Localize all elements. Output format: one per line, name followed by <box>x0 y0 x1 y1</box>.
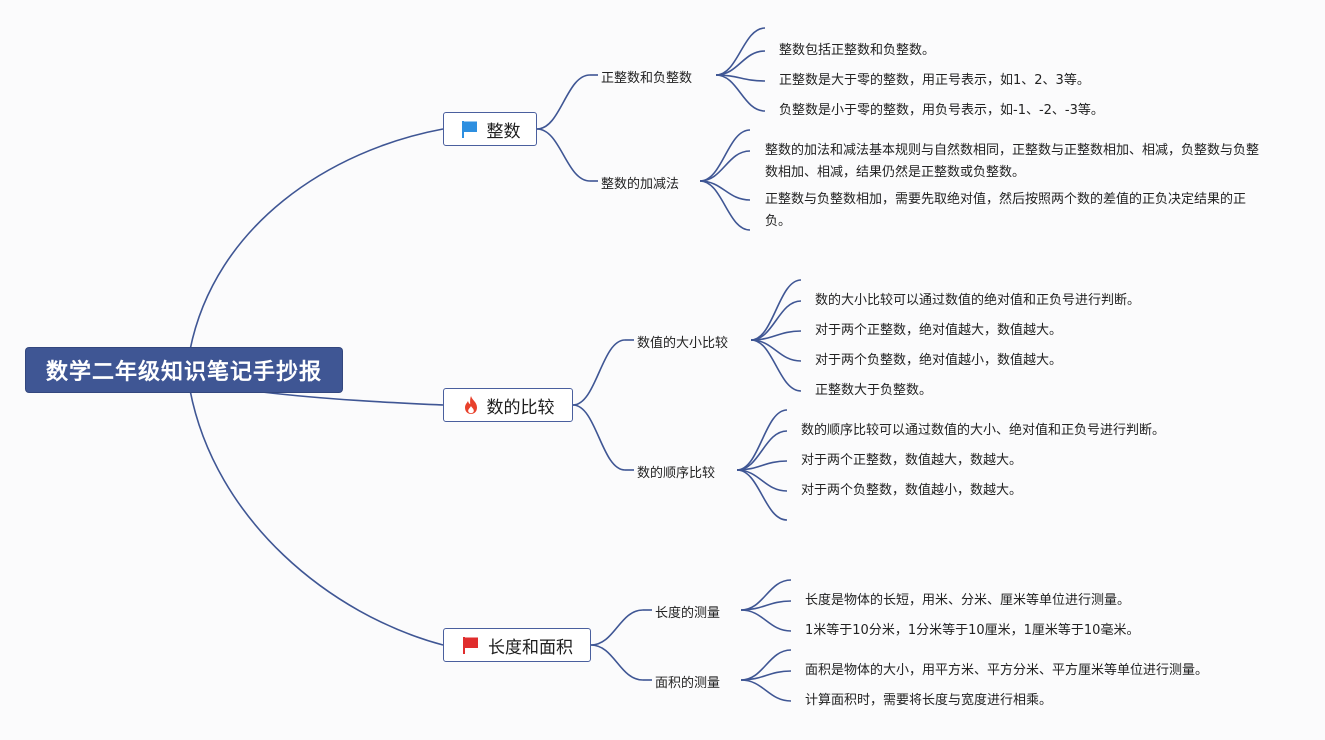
connector-sub-leaf <box>715 27 766 76</box>
connector-sub-leaf <box>736 430 788 471</box>
connector-sub-leaf <box>740 579 792 611</box>
root-title: 数学二年级知识笔记手抄报 <box>45 360 322 385</box>
blue-flag-icon <box>460 119 480 139</box>
topic-integers[interactable]: 整数 <box>443 112 537 146</box>
connector-sub-leaf <box>736 460 788 471</box>
connector-root-length-area <box>189 389 444 646</box>
list-item: 对于两个负整数，数值越小，数越大。 <box>801 483 1023 498</box>
topic-length-area[interactable]: 长度和面积 <box>443 628 591 662</box>
connector-sub-leaf <box>750 330 802 341</box>
connector-root-integers <box>189 128 444 351</box>
list-item: 整数的加法和减法基本规则与自然数相同，正整数与正整数相加、相减，负整数与负整数相… <box>765 143 1260 180</box>
connector-sub-leaf <box>750 300 802 341</box>
list-item: 对于两个正整数，数值越大，数越大。 <box>801 453 1023 468</box>
connector-root-comparison <box>261 391 444 406</box>
list-item: 正整数与负整数相加，需要先取绝对值，然后按照两个数的差值的正负决定结果的正负。 <box>765 192 1247 229</box>
red-flag-icon <box>461 635 481 655</box>
connector-sub-leaf <box>740 609 792 632</box>
subtopic-area[interactable]: 面积的测量 <box>655 676 721 691</box>
subtopic-add-subtract[interactable]: 整数的加减法 <box>601 177 680 192</box>
list-item: 负整数是小于零的整数，用负号表示，如-1、-2、-3等。 <box>779 103 1104 118</box>
connector-sub-leaf <box>699 180 751 201</box>
connector-sub-leaf <box>715 74 766 112</box>
subtopic-magnitude[interactable]: 数值的大小比较 <box>637 336 729 351</box>
connector-sub-leaf <box>736 469 788 492</box>
topic-label: 整数 <box>486 121 521 142</box>
list-item: 计算面积时，需要将长度与宽度进行相乘。 <box>805 693 1053 708</box>
subtopic-order[interactable]: 数的顺序比较 <box>637 466 716 481</box>
subtopic-positive-negative[interactable]: 正整数和负整数 <box>601 71 693 86</box>
connector-sub-leaf <box>740 649 792 681</box>
list-item: 对于两个正整数，绝对值越大，数值越大。 <box>815 323 1063 338</box>
connector-sub-leaf <box>736 409 788 471</box>
list-item: 整数包括正整数和负整数。 <box>779 43 936 58</box>
list-item: 数的大小比较可以通过数值的绝对值和正负号进行判断。 <box>815 293 1141 308</box>
connector-sub-leaf <box>750 339 802 362</box>
connector-topic-sub <box>572 404 626 471</box>
list-item: 长度是物体的长短，用米、分米、厘米等单位进行测量。 <box>805 593 1131 608</box>
connector-topic-sub <box>536 74 591 130</box>
list-item: 正整数是大于零的整数，用正号表示，如1、2、3等。 <box>779 73 1090 88</box>
connector-sub-leaf <box>740 679 792 702</box>
fire-icon <box>462 395 480 415</box>
connector-topic-sub <box>572 339 626 406</box>
connector-topic-sub <box>590 644 644 681</box>
connector-sub-leaf <box>740 670 792 681</box>
connector-topic-sub <box>590 609 644 646</box>
connector-sub-leaf <box>750 339 802 392</box>
subtopic-length[interactable]: 长度的测量 <box>655 606 721 621</box>
connector-sub-leaf <box>699 150 751 182</box>
connector-sub-leaf <box>699 180 751 231</box>
connector-sub-leaf <box>750 279 802 341</box>
list-item: 正整数大于负整数。 <box>815 383 933 398</box>
root-topic[interactable]: 数学二年级知识笔记手抄报 <box>26 348 342 392</box>
connector-sub-leaf <box>715 74 766 82</box>
list-item: 1米等于10分米，1分米等于10厘米，1厘米等于10毫米。 <box>805 623 1140 638</box>
topic-number-comparison[interactable]: 数的比较 <box>443 388 573 422</box>
list-item: 数的顺序比较可以通过数值的大小、绝对值和正负号进行判断。 <box>801 423 1166 438</box>
connector-sub-leaf <box>715 50 766 76</box>
list-item: 面积是物体的大小，用平方米、平方分米、平方厘米等单位进行测量。 <box>805 663 1209 678</box>
list-item: 对于两个负整数，绝对值越小，数值越大。 <box>815 353 1063 368</box>
topic-label: 数的比较 <box>486 397 555 418</box>
connector-sub-leaf <box>699 129 751 182</box>
topic-label: 长度和面积 <box>488 637 573 658</box>
connector-topic-sub <box>536 128 591 182</box>
connector-sub-leaf <box>736 469 788 521</box>
connector-sub-leaf <box>740 600 792 611</box>
